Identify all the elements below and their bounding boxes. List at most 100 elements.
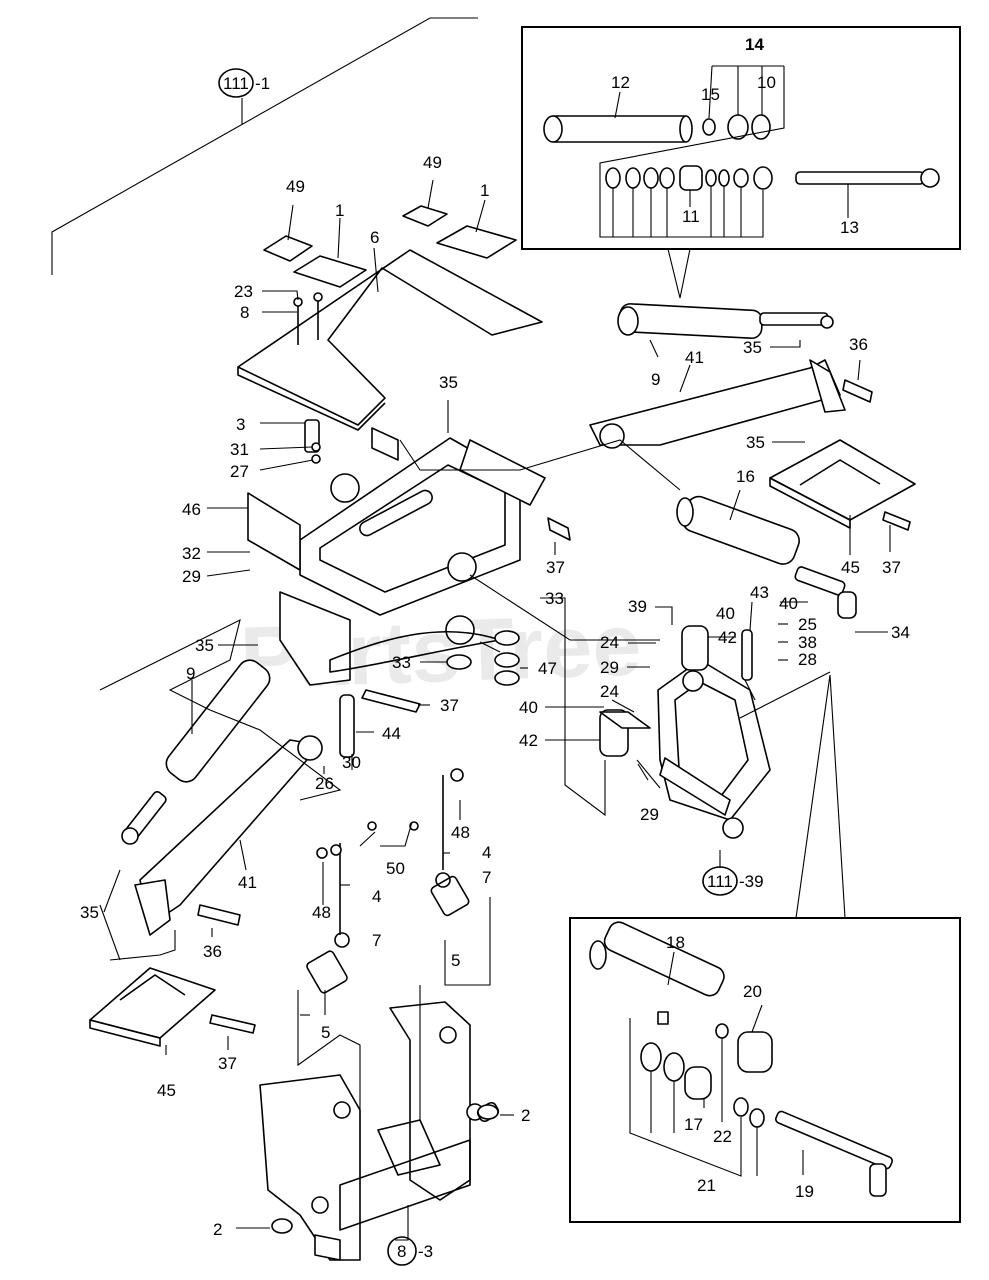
callout-41a: 41 [685, 348, 704, 367]
linkage-rods [306, 768, 470, 994]
callout-numbers: 14 12 15 10 11 13 49 1 6 49 1 23 8 3 31 … [80, 35, 910, 1239]
svg-text:111: 111 [223, 74, 249, 93]
callout-37a: 37 [882, 558, 901, 577]
callout-35d: 35 [195, 636, 214, 655]
pins-37-main [361, 511, 911, 713]
floor-plate-6 [237, 249, 543, 431]
callout-48a: 48 [451, 823, 470, 842]
circled-ref-111-1: 111 -1 [218, 68, 270, 98]
callout-35a: 35 [439, 373, 458, 392]
callout-49a: 49 [286, 177, 305, 196]
bolt-23-8 [293, 292, 323, 345]
callout-7a: 7 [482, 868, 491, 887]
callout-6: 6 [370, 228, 379, 247]
callout-37d: 37 [218, 1054, 237, 1073]
inset-frame-bottom [569, 917, 961, 1223]
callout-20: 20 [743, 982, 762, 1001]
callout-44: 44 [382, 724, 401, 743]
callout-16: 16 [736, 467, 755, 486]
callout-1b: 1 [480, 181, 489, 200]
callout-35c: 35 [746, 433, 765, 452]
bracket-3 [304, 419, 321, 464]
seal-kit-21 [640, 1023, 773, 1128]
callout-23: 23 [234, 282, 253, 301]
main-frame [247, 427, 546, 686]
callout-45b: 45 [157, 1081, 176, 1100]
washers-33-47 [446, 630, 520, 686]
callout-40a: 40 [716, 604, 735, 623]
callout-10: 10 [757, 73, 776, 92]
callout-48b: 48 [312, 903, 331, 922]
callout-36a: 36 [849, 335, 868, 354]
lift-arm-41-upper [589, 359, 873, 449]
callout-40b: 40 [779, 594, 798, 613]
callout-38: 38 [798, 633, 817, 652]
callout-27: 27 [230, 462, 249, 481]
cylinder-tube-12 [543, 115, 693, 143]
callout-18: 18 [666, 933, 685, 952]
callout-7b: 7 [372, 931, 381, 950]
svg-text:-3: -3 [418, 1242, 433, 1261]
callout-35b: 35 [743, 338, 762, 357]
callout-2a: 2 [521, 1106, 530, 1125]
piston-rod-13 [795, 168, 940, 188]
callout-29c: 29 [640, 805, 659, 824]
callout-33b: 33 [392, 653, 411, 672]
callout-36b: 36 [203, 942, 222, 961]
callout-13: 13 [840, 218, 859, 237]
callout-9b: 9 [186, 664, 195, 683]
callout-45a: 45 [841, 558, 860, 577]
callout-21: 21 [697, 1176, 716, 1195]
callout-24a: 24 [600, 633, 619, 652]
callout-11: 11 [682, 207, 700, 226]
lift-cylinder-9-upper [617, 303, 834, 340]
leader-lines [99, 179, 891, 1241]
callout-19: 19 [795, 1182, 814, 1201]
callout-50: 50 [386, 859, 405, 878]
callout-29a: 29 [182, 567, 201, 586]
callout-37c: 37 [440, 696, 459, 715]
cylinder-16 [676, 495, 857, 619]
svg-text:-1: -1 [255, 74, 270, 93]
callout-30: 30 [342, 753, 361, 772]
circled-ref-8-3: 8 -3 [387, 1236, 433, 1266]
mats-1-49 [263, 205, 517, 288]
hitch-frame [259, 1001, 500, 1261]
callout-9a: 9 [651, 370, 660, 389]
svg-text:8: 8 [397, 1242, 406, 1261]
callout-39: 39 [628, 597, 647, 616]
piston-rod-19 [775, 1110, 893, 1197]
callout-46: 46 [182, 500, 201, 519]
lift-arm-41-lower [134, 735, 323, 936]
callout-29b: 29 [600, 658, 619, 677]
callout-41b: 41 [238, 873, 257, 892]
cylinder-tube-18 [589, 921, 725, 1025]
shaft-44 [339, 694, 355, 758]
callout-47: 47 [538, 659, 557, 678]
callout-15: 15 [701, 85, 720, 104]
drawbar-45-lower [89, 967, 256, 1047]
hitch-bracket [657, 659, 771, 839]
callout-40c: 40 [519, 698, 538, 717]
callout-5a: 5 [451, 951, 460, 970]
callout-28: 28 [798, 650, 817, 669]
pin-43 [741, 629, 753, 681]
callout-2b: 2 [213, 1220, 222, 1239]
callout-37b: 37 [546, 558, 565, 577]
callout-33a: 33 [545, 589, 564, 608]
callout-4a: 4 [482, 843, 491, 862]
callout-43: 43 [750, 583, 769, 602]
callout-32: 32 [182, 544, 201, 563]
callout-17: 17 [684, 1115, 703, 1134]
callout-26: 26 [315, 774, 334, 793]
reference-line-top-left [51, 17, 478, 275]
callout-3: 3 [236, 415, 245, 434]
inset-frame-top [521, 26, 961, 250]
callout-14: 14 [745, 35, 764, 54]
callout-42a: 42 [718, 628, 737, 647]
svg-text:111: 111 [707, 872, 733, 891]
callout-5b: 5 [321, 1023, 330, 1042]
callout-1a: 1 [335, 201, 344, 220]
callout-12: 12 [611, 73, 630, 92]
